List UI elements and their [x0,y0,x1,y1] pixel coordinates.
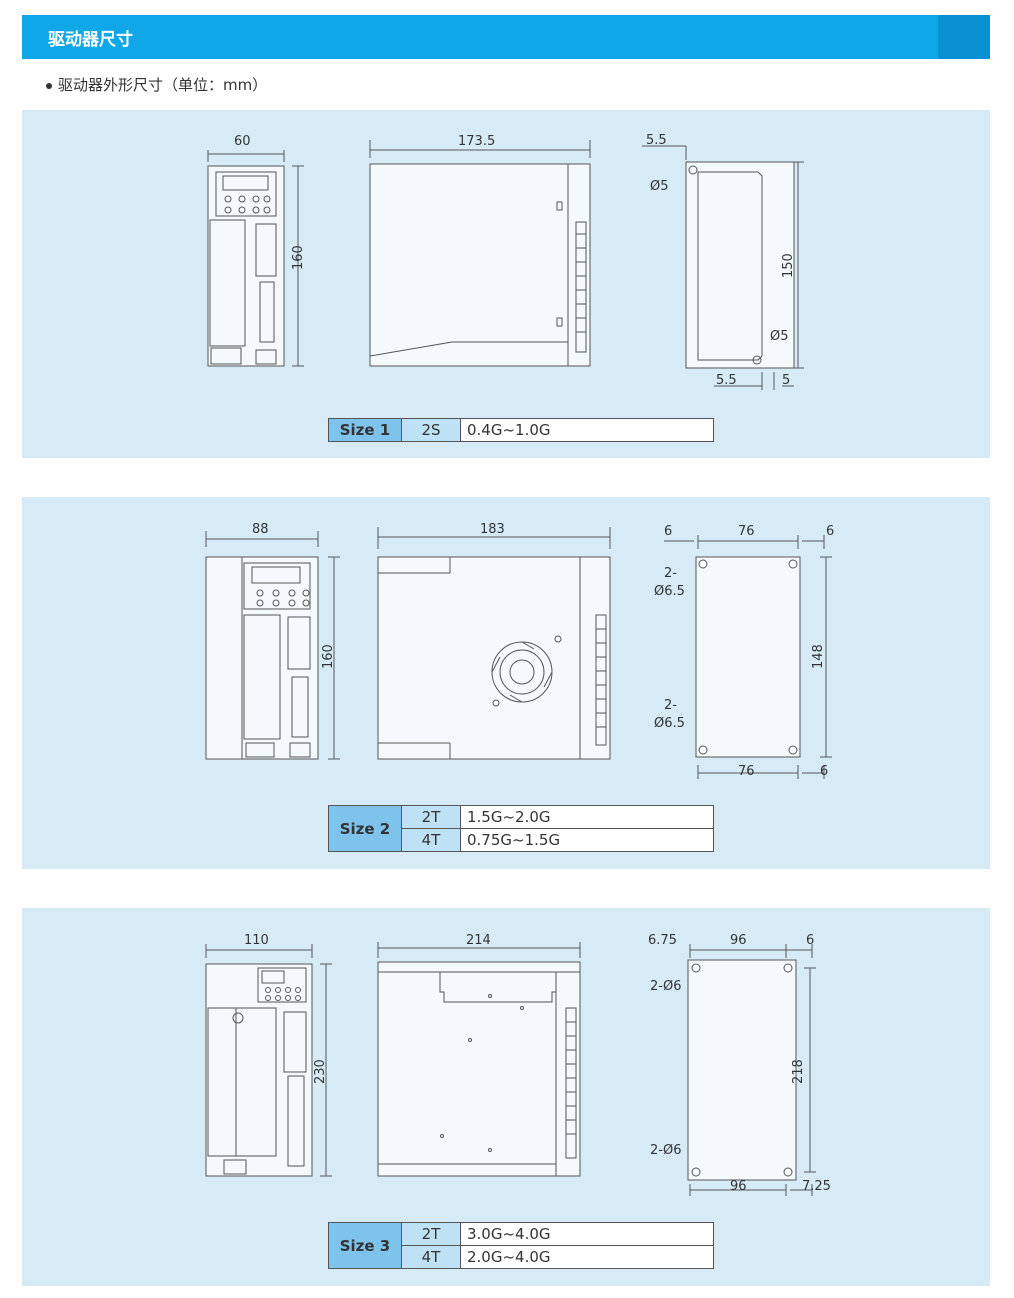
subtitle-text: 驱动器外形尺寸（单位：mm） [58,76,268,94]
size2-panel: 88 160 183 6 76 6 2- Ø6.5 2- Ø6.5 148 76… [22,497,990,869]
model-code: 2T [401,1222,461,1246]
size1-hole-height: 150 [781,253,796,278]
size2-front-width: 88 [252,522,269,537]
size2-back-right-offset: 6 [826,524,834,539]
size1-height: 160 [291,245,306,270]
power-range: 2.0G~4.0G [460,1245,714,1269]
size2-hole-bottom: Ø6.5 [654,716,685,731]
size-label: Size 3 [328,1222,402,1269]
size2-back-bottom-offset: 6 [820,764,828,779]
size1-hole-top: Ø5 [650,179,669,194]
model-code: 2S [401,418,461,442]
size1-spec-table: Size 1 2S 0.4G~1.0G [328,418,714,442]
size1-front-width: 60 [234,134,251,149]
size2-back-left-offset: 6 [664,524,672,539]
size3-back-bottom-offset: 7.25 [802,1179,831,1194]
size-label: Size 2 [328,805,402,852]
size2-back-bottom-width: 76 [738,764,755,779]
size1-bottom-offset: 5.5 [716,373,737,388]
table-row: 4T 2.0G~4.0G [329,1245,714,1269]
size1-panel: 60 160 173.5 5.5 Ø5 Ø5 150 5.5 5 Size 1 … [22,110,990,458]
power-range: 0.4G~1.0G [460,418,714,442]
power-range: 3.0G~4.0G [460,1222,714,1246]
size2-drawing: 88 160 183 6 76 6 2- Ø6.5 2- Ø6.5 148 76… [205,522,834,779]
size3-hole-height: 218 [791,1059,806,1084]
power-range: 0.75G~1.5G [460,828,714,852]
size3-depth: 214 [466,933,491,948]
section-title: 驱动器尺寸 [48,30,133,50]
size1-depth: 173.5 [458,134,495,149]
size3-front-width: 110 [244,933,269,948]
bullet-icon [46,82,52,89]
size2-depth: 183 [480,522,505,537]
table-row: 4T 0.75G~1.5G [329,828,714,852]
size-label: Size 1 [328,418,402,442]
size2-hole-top: Ø6.5 [654,584,685,599]
size2-back-top-width: 76 [738,524,755,539]
model-code: 2T [401,805,461,829]
size2-height: 160 [321,644,336,669]
size3-hole-bottom: 2-Ø6 [650,1143,681,1158]
size3-back-top-width: 96 [730,933,747,948]
size1-back-top-offset: 5.5 [646,133,667,148]
section-header: 驱动器尺寸 [22,15,990,59]
subtitle: 驱动器外形尺寸（单位：mm） [46,74,267,95]
table-row: Size 2 2T 1.5G~2.0G [328,805,714,852]
power-range: 1.5G~2.0G [460,805,714,829]
size2-hole-height: 148 [811,644,826,669]
size1-edge: 5 [782,373,790,388]
size1-drawing: 60 160 173.5 5.5 Ø5 Ø5 150 5.5 5 [207,133,804,390]
size3-back-right-offset: 6 [806,933,814,948]
size3-back-bottom-width: 96 [730,1179,747,1194]
size3-panel: 110 230 214 6.75 96 6 2-Ø6 2-Ø6 218 96 7… [22,908,990,1286]
size3-drawing: 110 230 214 6.75 96 6 2-Ø6 2-Ø6 218 96 7… [205,933,831,1196]
size3-spec-table: Size 3 2T 3.0G~4.0G 4T 2.0G~4.0G [328,1222,714,1269]
header-accent [938,15,990,59]
model-code: 4T [401,828,461,852]
size2-spec-table: Size 2 2T 1.5G~2.0G 4T 0.75G~1.5G [328,805,714,852]
size3-hole-top: 2-Ø6 [650,979,681,994]
size3-height: 230 [313,1059,328,1084]
size2-hole-top-count: 2- [664,566,677,581]
size2-hole-bottom-count: 2- [664,698,677,713]
table-row: Size 1 2S 0.4G~1.0G [328,418,714,442]
table-row: Size 3 2T 3.0G~4.0G [328,1222,714,1269]
size1-hole-bottom: Ø5 [770,329,789,344]
model-code: 4T [401,1245,461,1269]
size3-back-left-offset: 6.75 [648,933,677,948]
